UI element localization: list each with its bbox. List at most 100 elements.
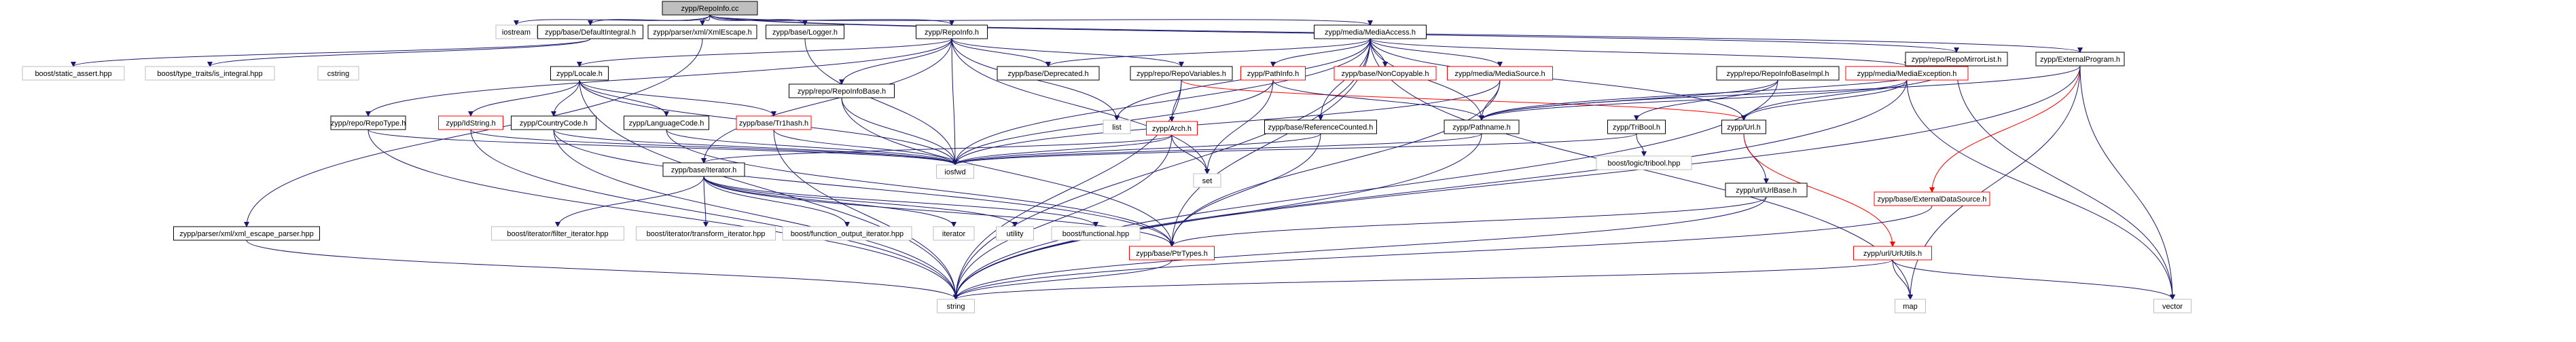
node-label: zypp/TriBool.h <box>1613 124 1660 132</box>
node-mediaexc[interactable]: zypp/media/MediaException.h <box>1845 66 1969 81</box>
node-locale[interactable]: zypp/Locale.h <box>550 66 609 81</box>
node-label: zypp/media/MediaException.h <box>1857 70 1957 78</box>
node-box <box>145 66 275 81</box>
node-box <box>766 24 844 39</box>
node-tribool[interactable]: zypp/TriBool.h <box>1607 119 1666 134</box>
node-map: map <box>1895 299 1926 314</box>
edge-repoinfoh-to-deprecated <box>951 38 1051 67</box>
node-box <box>736 115 812 130</box>
node-pathname[interactable]: zypp/Pathname.h <box>1444 119 1520 134</box>
node-cstring: cstring <box>317 66 359 81</box>
node-transformiter: boost/iterator/transform_iterator.hpp <box>636 226 776 241</box>
node-label: zypp/media/MediaAccess.h <box>1325 28 1416 37</box>
edge-iterator_h-to-utility <box>703 176 1018 227</box>
node-deprecated[interactable]: zypp/base/Deprecated.h <box>997 66 1100 81</box>
node-staticassert: boost/static_assert.hpp <box>22 66 125 81</box>
edge-mediaaccess-to-mediaexc <box>1370 38 1910 67</box>
edge-repoinfoh-to-iosfwd <box>951 38 958 166</box>
node-mediaaccess[interactable]: zypp/media/MediaAccess.h <box>1314 24 1427 39</box>
node-definteg[interactable]: zypp/base/DefaultIntegral.h <box>537 24 643 39</box>
edge-tr1hash-to-string <box>773 129 959 300</box>
node-extprog[interactable]: zypp/ExternalProgram.h <box>2035 52 2125 66</box>
node-label: map <box>1903 303 1917 311</box>
node-repotype[interactable]: zypp/repo/RepoType.h <box>330 115 406 130</box>
node-repoinfobase[interactable]: zypp/repo/RepoInfoBase.h <box>789 83 895 98</box>
node-refcounted[interactable]: zypp/base/ReferenceCounted.h <box>1264 119 1377 134</box>
edge-langcode-to-iosfwd <box>666 129 958 166</box>
edge-root-to-mediaaccess <box>709 14 1373 26</box>
node-urlbase[interactable]: zypp/url/UrlBase.h <box>1725 183 1808 197</box>
node-noncopy[interactable]: zypp/base/NonCopyable.h <box>1334 66 1437 81</box>
edge-arch-to-string <box>953 134 1173 300</box>
edge-arch-to-iterator_h <box>701 134 1173 164</box>
node-repoinfoh[interactable]: zypp/RepoInfo.h <box>916 24 988 39</box>
edge-repomirror-to-vector <box>1956 65 2175 300</box>
edge-locale-to-idstring <box>468 79 580 117</box>
node-arch[interactable]: zypp/Arch.h <box>1146 121 1198 136</box>
node-xmlescapeparser[interactable]: zypp/parser/xml/xml_escape_parser.hpp <box>173 226 320 241</box>
node-root[interactable]: zypp/RepoInfo.cc <box>662 1 758 16</box>
node-label: vector <box>2162 303 2183 311</box>
node-box <box>1314 24 1427 39</box>
node-label: zypp/RepoInfo.cc <box>681 5 739 13</box>
node-box <box>1129 246 1215 261</box>
edge-idstring-to-iosfwd <box>470 129 958 166</box>
node-label: boost/iterator/filter_iterator.hpp <box>507 230 608 238</box>
edge-repovars-to-url <box>1181 79 1747 121</box>
node-label: zypp/base/PtrTypes.h <box>1136 250 1208 258</box>
node-ptrtypes[interactable]: zypp/base/PtrTypes.h <box>1129 246 1215 261</box>
node-label: zypp/url/UrlBase.h <box>1736 187 1797 195</box>
node-box <box>173 226 320 241</box>
node-box <box>933 226 975 241</box>
node-countrycode[interactable]: zypp/CountryCode.h <box>511 115 596 130</box>
node-logger[interactable]: zypp/base/Logger.h <box>766 24 844 39</box>
node-box <box>937 299 975 314</box>
node-iterator_h[interactable]: zypp/base/Iterator.h <box>662 162 745 177</box>
node-label: zypp/LanguageCode.h <box>629 119 704 128</box>
node-label: zypp/base/ReferenceCounted.h <box>1268 124 1374 132</box>
node-repovars[interactable]: zypp/repo/RepoVariables.h <box>1130 66 1233 81</box>
node-box <box>1716 66 1840 81</box>
edge-root-to-iostream <box>514 14 711 26</box>
node-set: set <box>1193 173 1221 188</box>
node-tr1hash[interactable]: zypp/base/Tr1hash.h <box>736 115 812 130</box>
edge-xmlescape-to-xmlescapeparser <box>244 38 703 227</box>
node-box <box>550 66 609 81</box>
edge-urlutils-to-string <box>953 259 1893 300</box>
edge-mediaaccess-to-url <box>1370 38 1747 121</box>
edge-repoinfoh-to-locale <box>577 38 952 67</box>
edge-extprog-to-pathname <box>1479 65 2081 121</box>
node-repomirror[interactable]: zypp/repo/RepoMirrorList.h <box>1905 52 2008 66</box>
node-idstring[interactable]: zypp/IdString.h <box>438 115 503 130</box>
node-box <box>647 24 757 39</box>
edge-logger-to-iosfwd <box>804 38 958 166</box>
edge-iterator_h-to-ptrtypes <box>703 176 1175 247</box>
edge-extprog-to-vector <box>2079 65 2175 300</box>
node-label: zypp/url/UrlUtils.h <box>1863 250 1922 258</box>
edge-mediaexc-to-string <box>953 79 1908 300</box>
node-label: boost/function_output_iterator.hpp <box>791 230 904 238</box>
node-urlutils[interactable]: zypp/url/UrlUtils.h <box>1853 246 1932 261</box>
node-box <box>1905 52 2008 66</box>
node-url[interactable]: zypp/Url.h <box>1721 119 1766 134</box>
edge-ptrtypes-to-string <box>953 259 1173 300</box>
node-repoinfobaseimpl[interactable]: zypp/repo/RepoInfoBaseImpl.h <box>1716 66 1840 81</box>
node-box <box>1264 119 1377 134</box>
node-xmlescape[interactable]: zypp/parser/xml/XmlEscape.h <box>647 24 757 39</box>
edge-arch-to-iosfwd <box>952 134 1173 166</box>
edge-extprog-to-extdata <box>1929 65 2081 193</box>
edge-repoinfoh-to-repoinfobase <box>839 38 952 85</box>
node-box <box>1447 66 1553 81</box>
node-box <box>438 115 503 130</box>
node-extdata[interactable]: zypp/base/ExternalDataSource.h <box>1874 191 1990 206</box>
edge-repotype-to-iosfwd <box>368 129 958 166</box>
node-label: zypp/RepoInfo.h <box>925 28 979 37</box>
edge-definteg-to-typetraits <box>207 38 591 67</box>
node-langcode[interactable]: zypp/LanguageCode.h <box>624 115 709 130</box>
node-pathinfo[interactable]: zypp/PathInfo.h <box>1240 66 1306 81</box>
edge-urlutils-to-vector <box>1892 259 2175 300</box>
node-mediasource[interactable]: zypp/media/MediaSource.h <box>1447 66 1553 81</box>
edge-mediaaccess-to-iosfwd <box>952 38 1371 166</box>
node-label: zypp/base/Logger.h <box>772 28 838 37</box>
